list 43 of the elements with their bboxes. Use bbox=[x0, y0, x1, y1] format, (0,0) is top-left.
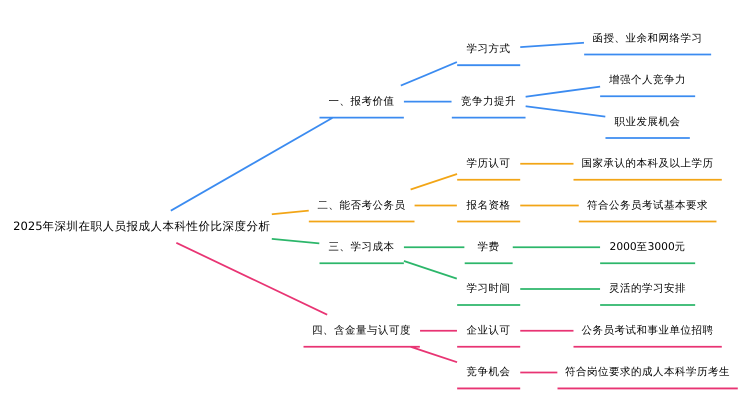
node-text: 国家承认的本科及以上学历 bbox=[582, 156, 714, 170]
node-text: 竞争机会 bbox=[466, 364, 511, 378]
connector bbox=[526, 104, 606, 118]
connector bbox=[410, 172, 458, 190]
node-text: 学历认可 bbox=[466, 156, 511, 170]
connector bbox=[520, 329, 574, 332]
connector bbox=[400, 60, 458, 86]
node-text: 职业发展机会 bbox=[614, 114, 681, 128]
node-text: 学习时间 bbox=[466, 281, 511, 294]
node-text: 2000至3000元 bbox=[610, 239, 686, 252]
connector bbox=[420, 329, 457, 332]
connector bbox=[520, 204, 579, 206]
connector bbox=[520, 41, 584, 48]
connector bbox=[512, 246, 600, 248]
connector bbox=[520, 288, 600, 290]
node-text: 三、学习成本 bbox=[328, 239, 395, 252]
node-text: 一、报考价值 bbox=[328, 94, 395, 107]
node-text: 增强个人竞争力 bbox=[609, 72, 686, 86]
connector bbox=[272, 238, 320, 244]
connector bbox=[520, 162, 574, 164]
connector bbox=[170, 116, 334, 211]
node-text: 符合岗位要求的成人本科学历考生 bbox=[565, 364, 730, 378]
connector bbox=[404, 260, 458, 279]
connector bbox=[272, 209, 309, 215]
connector bbox=[410, 345, 458, 363]
node-text: 竞争力提升 bbox=[461, 94, 516, 107]
node-text: 二、能否考公务员 bbox=[318, 198, 406, 211]
node-text: 报名资格 bbox=[466, 198, 511, 211]
connector bbox=[176, 242, 328, 315]
node-text: 公务员考试和事业单位招聘 bbox=[582, 322, 714, 336]
node-text: 企业认可 bbox=[466, 322, 511, 336]
node-text: 四、含金量与认可度 bbox=[312, 322, 412, 336]
node-text: 学习方式 bbox=[466, 41, 511, 54]
connector bbox=[404, 100, 452, 102]
node-text: 符合公务员考试基本要求 bbox=[587, 198, 708, 211]
connector bbox=[520, 371, 558, 373]
connector bbox=[414, 204, 457, 206]
connector bbox=[404, 246, 464, 248]
node-text: 灵活的学习安排 bbox=[609, 281, 686, 294]
node-text: 函授、业余和网络学习 bbox=[592, 30, 703, 44]
node-text: 学费 bbox=[478, 239, 500, 252]
connector bbox=[526, 85, 600, 98]
node-text: 2025年深圳在职人员报成人本科性价比深度分析 bbox=[13, 218, 271, 232]
